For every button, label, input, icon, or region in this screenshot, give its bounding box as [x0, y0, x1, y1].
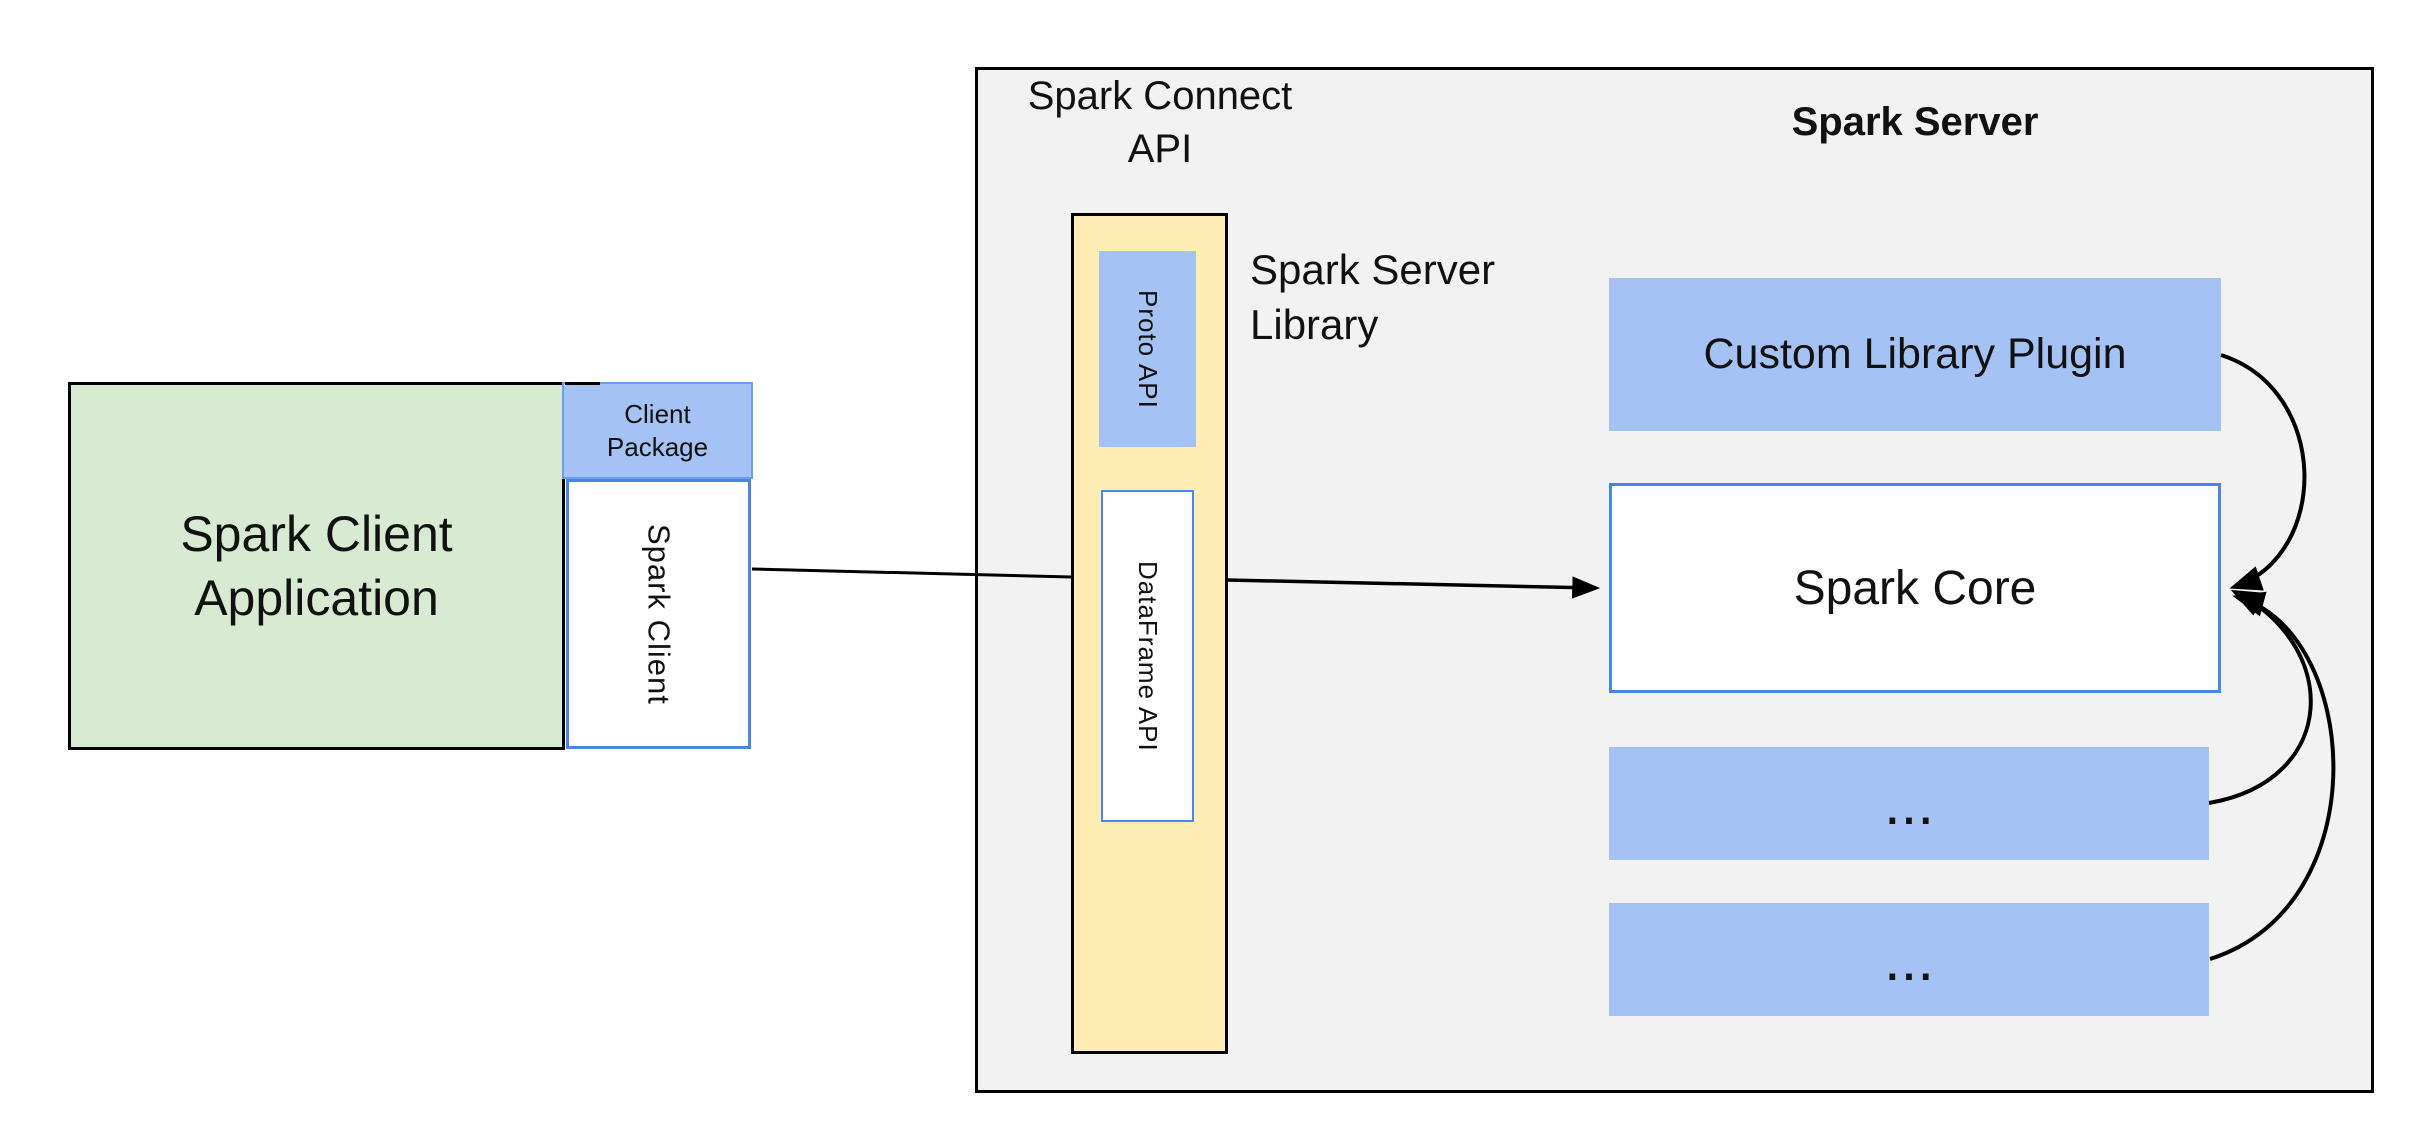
spark-core-box: Spark Core: [1609, 483, 2221, 693]
client-package-label: Client Package: [607, 398, 708, 464]
spark-server-library-label-line2: Library: [1250, 301, 1379, 348]
custom-library-plugin-label: Custom Library Plugin: [1703, 330, 2127, 378]
spark-connect-api-label: Spark Connect API: [995, 70, 1325, 176]
client-package-label-line1: Client: [624, 398, 691, 429]
spark-connect-api-label-line1: Spark Connect: [1027, 74, 1293, 118]
proto-api-box: Proto API: [1099, 251, 1196, 447]
spark-client-application-label-line1: Spark Client: [180, 506, 453, 562]
dataframe-api-label: DataFrame API: [1133, 560, 1163, 752]
spark-client-application-label-line2: Application: [194, 570, 439, 626]
server-module-2-ellipsis-label: ...: [1883, 926, 1934, 993]
proto-api-label: Proto API: [1133, 289, 1163, 409]
server-module-box-1: ...: [1609, 747, 2209, 860]
client-package-box: Client Package: [562, 382, 753, 479]
dataframe-api-box: DataFrame API: [1101, 490, 1194, 822]
custom-library-plugin-box: Custom Library Plugin: [1609, 278, 2221, 431]
spark-server-title: Spark Server: [1791, 100, 2039, 144]
spark-client-application-label: Spark Client Application: [180, 502, 452, 630]
spark-server-library-label: Spark Server Library: [1250, 242, 1680, 352]
spark-client-box: Spark Client: [566, 479, 751, 749]
spark-client-label: Spark Client: [641, 523, 677, 705]
spark-core-label: Spark Core: [1793, 561, 2037, 615]
server-module-1-ellipsis-label: ...: [1883, 770, 1934, 837]
server-module-box-2: ...: [1609, 903, 2209, 1016]
spark-client-application-box: Spark Client Application: [68, 382, 565, 750]
spark-server-library-label-line1: Spark Server: [1250, 246, 1496, 293]
client-package-label-line2: Package: [606, 431, 709, 462]
spark-connect-api-label-line2: API: [1127, 127, 1193, 171]
